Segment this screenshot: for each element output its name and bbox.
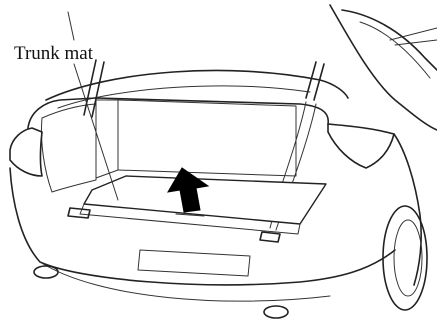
trunk-left-wall xyxy=(41,104,96,192)
left-taillight xyxy=(10,128,42,176)
left-hinge xyxy=(84,60,104,117)
right-taillight xyxy=(328,124,394,168)
rear-wheel-rim xyxy=(394,220,422,296)
trunk-mat-hook-right xyxy=(260,232,280,242)
rear-window-frame xyxy=(360,22,430,78)
callout-leader-line xyxy=(68,12,118,200)
bumper-lower-line xyxy=(40,262,330,301)
trunk-mat-hook-left xyxy=(68,208,90,218)
left-exhaust xyxy=(34,266,58,278)
trunk-inner-wall xyxy=(118,100,296,176)
trunk-mat-label: Trunk mat xyxy=(14,44,93,63)
trunk-mat xyxy=(84,176,326,224)
right-exhaust xyxy=(264,306,288,318)
side-window xyxy=(390,28,437,45)
license-plate-recess xyxy=(138,250,250,276)
